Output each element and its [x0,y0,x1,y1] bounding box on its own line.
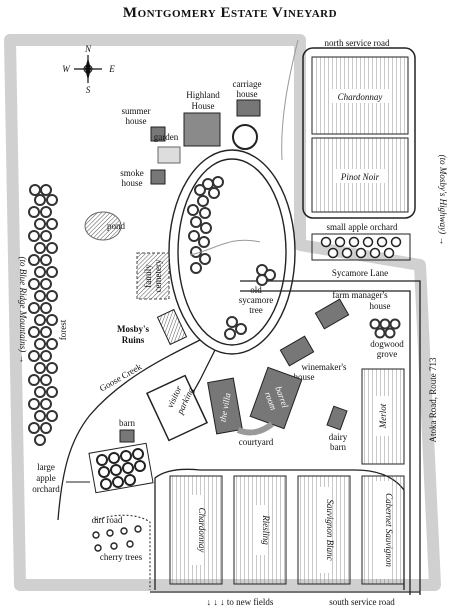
dairy-barn [326,405,348,431]
pond [84,211,122,241]
large-orchard-label-2: apple [36,473,56,483]
highland-house-label-1: Highland [186,90,220,100]
garden [157,146,181,164]
winemaker-label-1: winemaker's [301,362,347,372]
mosbys-ruins [156,308,188,346]
sycamore-lane-label: Sycamore Lane [332,268,388,278]
farm-manager-label-2: house [370,301,391,311]
goose-creek-label: Goose Creek [98,361,144,393]
sycamore-label-1: old [250,285,262,295]
highland-house-label-2: House [192,101,215,111]
small-apple-orchard-label: small apple orchard [327,222,398,232]
summer-house-label-1: summer [122,106,151,116]
property-border [4,34,441,591]
map-title: Montgomery Estate Vineyard [123,5,337,21]
route-713-label: Atoka Road, Route 713 [428,357,438,442]
vineyard-riesling [233,475,287,585]
mosbys-highway-label: (to Mosby's Highway) → [438,155,448,246]
compass-e: E [108,64,115,74]
winemakers-house [279,335,315,367]
oval-stream [189,239,261,256]
courtyard-label: courtyard [239,437,274,447]
merlot-label: Merlot [378,403,388,429]
large-orchard-label-1: large [37,462,55,472]
the-villa [207,377,243,435]
smoke-house-label-1: smoke [120,168,144,178]
north-path [281,39,299,161]
mosbys-ruins-label-1: Mosby's [117,324,150,334]
cemetery-label-1: family [143,264,153,288]
new-fields-label: ↓ ↓ ↓ to new fields [207,597,274,607]
chardonnay-north-label: Chardonnay [338,92,383,102]
north-service-road-label: north service road [325,38,390,48]
large-orchard-label-3: orchard [32,484,60,494]
highland-house [183,112,221,147]
large-apple-orchard [88,442,154,494]
forest-trees [28,184,58,446]
dogwood-grove [369,318,401,339]
smoke-house [150,169,166,185]
dirt-road-label: dirt road [92,515,123,525]
compass-s: S [86,85,91,95]
carriage-house [236,99,261,117]
carriage-house-label-1: carriage [233,79,262,89]
carriage-house-label-2: house [237,89,258,99]
sycamore-label-3: tree [249,305,263,315]
smoke-house-label-2: house [122,178,143,188]
riesling-label: Riesling [261,514,271,545]
south-service-road-label: south service road [329,597,395,607]
garden-label: garden [154,132,179,142]
summer-house [150,126,166,142]
goose-creek [57,339,201,521]
dairy-barn-label-2: barn [330,442,346,452]
pond-label: pond [107,221,126,231]
oval-drive-inner [177,158,287,346]
dairy-barn-label-1: dairy [329,432,348,442]
small-apple-orchard [311,233,411,261]
cabernet-sauvignon-label: Cabernet Sauvignon [384,493,394,567]
carriage-loop [232,124,258,150]
oval-drive-outer [168,149,296,355]
old-sycamore-tree [256,264,276,286]
cemetery-label-2: cemetery [153,259,163,292]
sauvignon-blanc-label: Sauvignon Blanc [325,499,335,560]
chardonnay-south-label: Chardonnay [197,508,207,553]
cherry-trees-icon [92,525,142,552]
mosbys-ruins-label-2: Ruins [122,335,145,345]
route-road-outer [240,280,421,595]
large-orchard-trees [96,448,146,490]
route-road-inner [240,290,411,595]
cherry-trees-label: cherry trees [100,552,143,562]
compass-w: W [62,64,71,74]
winemaker-label-2: house [294,372,315,382]
barn-label: barn [119,418,135,428]
dirt-road [94,514,151,590]
blue-ridge-label: (to Blue Ridge Mountains) → [18,257,28,364]
dogwood-label-1: dogwood [370,339,404,349]
oval-tree-cluster [187,176,224,274]
forest-label: forest [58,319,68,340]
north-vineyard-fence [302,47,416,219]
pinot-noir-label: Pinot Noir [340,172,380,182]
oval-lower-trees [224,316,247,340]
sycamore-label-2: sycamore [239,295,273,305]
small-orchard-trees [320,236,402,259]
compass-n: N [84,44,92,54]
family-cemetery [136,252,170,300]
compass-rose-icon: N S E W [62,44,115,95]
barrel-room [249,366,303,430]
farm-manager-label-1: farm manager's [332,290,388,300]
farm-managers-house [314,298,350,330]
barn [119,429,135,443]
courtyard [236,421,274,436]
visitor-parking [145,374,209,442]
dogwood-label-2: grove [377,349,398,359]
summer-house-label-2: house [126,116,147,126]
